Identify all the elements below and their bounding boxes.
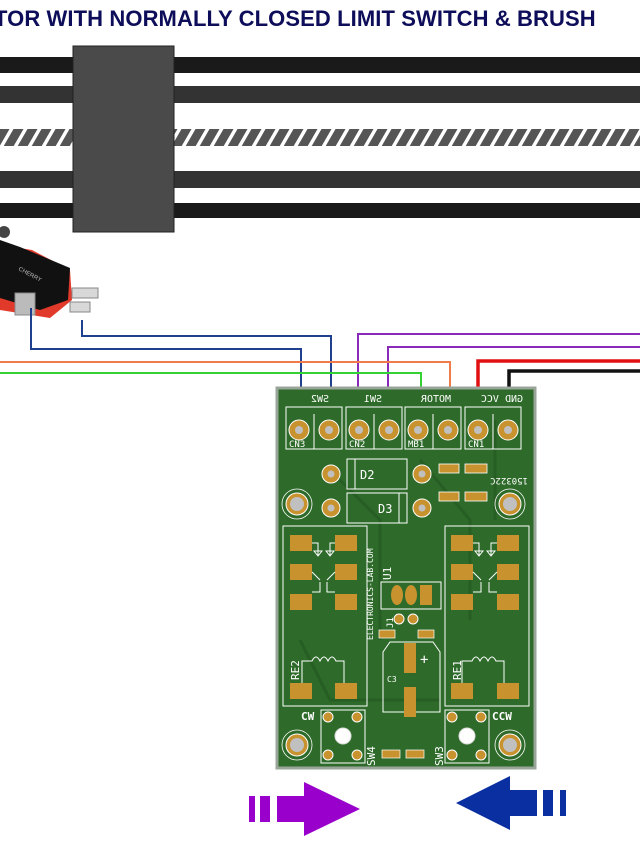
wire-motor-orange — [0, 361, 451, 390]
wire-gnd — [507, 369, 640, 390]
ref-u1: U1 — [381, 567, 394, 580]
website-label: ELECTRONICS-LAB.COM — [366, 548, 375, 640]
wiring — [0, 308, 640, 390]
pcb-board: SW2 SW1 MOTOR GND VCC — [275, 386, 537, 770]
ref-re1: RE1 — [451, 660, 464, 680]
part-code: 150322C — [490, 475, 528, 485]
wire-motor-green — [0, 372, 422, 390]
ref-cn3: CN3 — [289, 440, 305, 450]
ref-d3: D3 — [378, 502, 392, 516]
mounting-holes — [285, 492, 522, 757]
ref-cn1: CN1 — [468, 440, 484, 450]
motor-carriage[interactable] — [72, 45, 175, 233]
switch-sw4[interactable] — [320, 709, 366, 764]
limit-switch[interactable]: CHERRY — [0, 226, 99, 318]
label-ccw: CCW — [492, 710, 512, 723]
diagram-title: TOR WITH NORMALLY CLOSED LIMIT SWITCH & … — [0, 6, 596, 31]
wire-vcc — [476, 359, 640, 390]
label-sw1: SW1 — [364, 394, 382, 405]
wire-sw1-b — [387, 346, 640, 390]
wire-sw2-a — [30, 308, 302, 390]
switch-sw3[interactable] — [444, 709, 490, 764]
counter-clockwise-arrow — [456, 776, 566, 830]
wire-sw2-b — [81, 320, 332, 390]
clockwise-arrow — [249, 782, 360, 836]
ref-re2: RE2 — [289, 660, 302, 680]
ref-sw4: SW4 — [365, 746, 378, 766]
ref-d2: D2 — [360, 468, 374, 482]
label-motor: MOTOR — [420, 394, 451, 405]
label-cw: CW — [301, 710, 315, 723]
ref-mb1: MB1 — [408, 440, 424, 450]
ref-sw3: SW3 — [433, 746, 446, 766]
ref-j1: J1 — [386, 617, 396, 628]
label-sw2: SW2 — [311, 394, 329, 405]
wire-sw1-a — [357, 333, 640, 390]
cap-polarity: + — [420, 652, 428, 668]
ref-c3: C3 — [387, 675, 397, 684]
label-gnd-vcc: GND VCC — [481, 394, 523, 405]
ref-cn2: CN2 — [349, 440, 365, 450]
